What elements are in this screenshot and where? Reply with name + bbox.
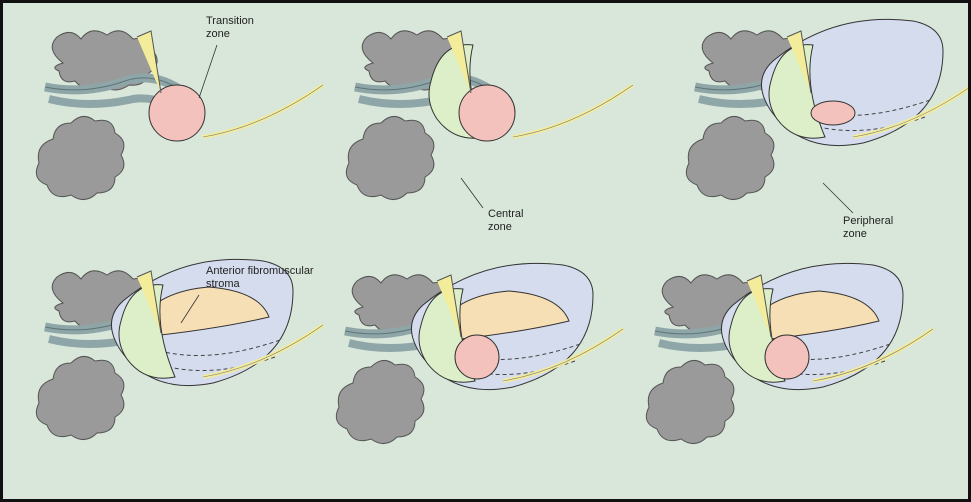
transition-zone — [149, 85, 205, 141]
label-transition-zone: Transition zone — [206, 15, 254, 41]
label-leader-line — [461, 178, 483, 208]
diagram-panel — [646, 263, 933, 443]
urethra-edge — [513, 85, 633, 137]
label-central-zone: Central zone — [488, 208, 523, 234]
transition-zone — [811, 101, 855, 125]
urethra-edge — [203, 85, 323, 137]
diagram-panel — [336, 263, 623, 443]
transition-zone — [459, 85, 515, 141]
urethra-distal — [513, 85, 633, 137]
diagram-panel — [36, 31, 323, 200]
transition-zone — [455, 335, 499, 379]
diagram-panel — [686, 19, 968, 199]
label-peripheral-zone: Peripheral zone — [843, 215, 893, 241]
prostate-zones-diagram — [3, 3, 968, 499]
transition-zone — [765, 335, 809, 379]
urethra-distal — [203, 85, 323, 137]
diagram-panel — [346, 31, 633, 200]
label-anterior-stroma: Anterior fibromuscular stroma — [206, 265, 314, 291]
label-leader-line — [199, 45, 217, 98]
label-leader-line — [823, 183, 853, 213]
